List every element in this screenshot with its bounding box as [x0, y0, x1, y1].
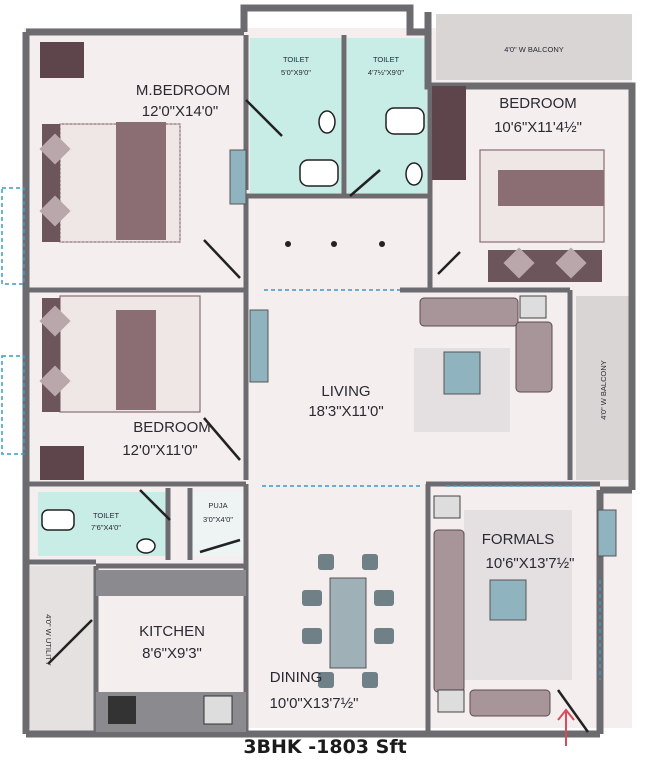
bedroom-2-name: BEDROOM	[499, 95, 577, 112]
bedroom-2-size: 10'6"X11'4½"	[494, 119, 582, 136]
living-name: LIVING	[321, 383, 370, 400]
toilet-2-name: TOILET	[373, 55, 400, 64]
bedroom-3-bed	[39, 295, 201, 480]
living-sofa-set	[414, 295, 553, 432]
exterior-walls	[22, 4, 636, 738]
bedroom-3-size: 12'0"X11'0"	[122, 442, 197, 459]
toilet-1-fixtures	[299, 110, 339, 187]
master-bed	[39, 42, 181, 243]
toilet-3-fixtures	[41, 509, 156, 554]
master-tv-unit	[229, 149, 247, 205]
kitchen-size: 8'6"X9'3"	[142, 645, 202, 662]
puja-size: 3'0"X4'0"	[203, 515, 233, 524]
dining-name: DINING	[270, 669, 323, 686]
toilet-2-size: 4'7½"X9'0"	[368, 68, 404, 77]
corridor-lights	[285, 241, 385, 247]
puja-name: PUJA	[208, 501, 227, 510]
balcony-right-name: 4'0" W BALCONY	[599, 360, 608, 420]
plan-caption: 3BHK -1803 Sft	[243, 736, 407, 758]
balcony-right	[576, 296, 634, 480]
utility-name: 4'0" W UTILITY	[44, 614, 53, 666]
dining-set	[302, 554, 394, 688]
kitchen-name: KITCHEN	[139, 623, 205, 640]
living-size: 18'3"X11'0"	[308, 403, 383, 420]
toilet-3-size: 7'6"X4'0"	[91, 523, 121, 532]
living-tv-unit	[249, 309, 269, 383]
windows	[1, 187, 601, 680]
entry-arrow-icon	[557, 708, 575, 746]
balcony-top	[436, 14, 632, 80]
bedroom-3-name: BEDROOM	[133, 419, 211, 436]
balcony-top-name: 4'0" W BALCONY	[504, 45, 564, 54]
formals-size: 10'6"X13'7½"	[486, 555, 575, 572]
door-swings	[47, 99, 590, 733]
kitchen-counter	[96, 570, 246, 732]
dining-size: 10'0"X13'7½"	[270, 695, 359, 712]
formals-name: FORMALS	[482, 531, 555, 548]
bedroom-2-bed	[432, 86, 605, 282]
toilet-3-name: TOILET	[93, 511, 120, 520]
master-bedroom-name: M.BEDROOM	[136, 82, 230, 99]
formals-sofa-set	[433, 495, 572, 717]
toilet-2-fixtures	[385, 107, 425, 186]
formals-tv-unit	[597, 509, 617, 557]
toilet-1-size: 5'0"X9'0"	[281, 68, 311, 77]
toilet-1-name: TOILET	[283, 55, 310, 64]
master-bedroom-size: 12'0"X14'0"	[142, 103, 218, 120]
